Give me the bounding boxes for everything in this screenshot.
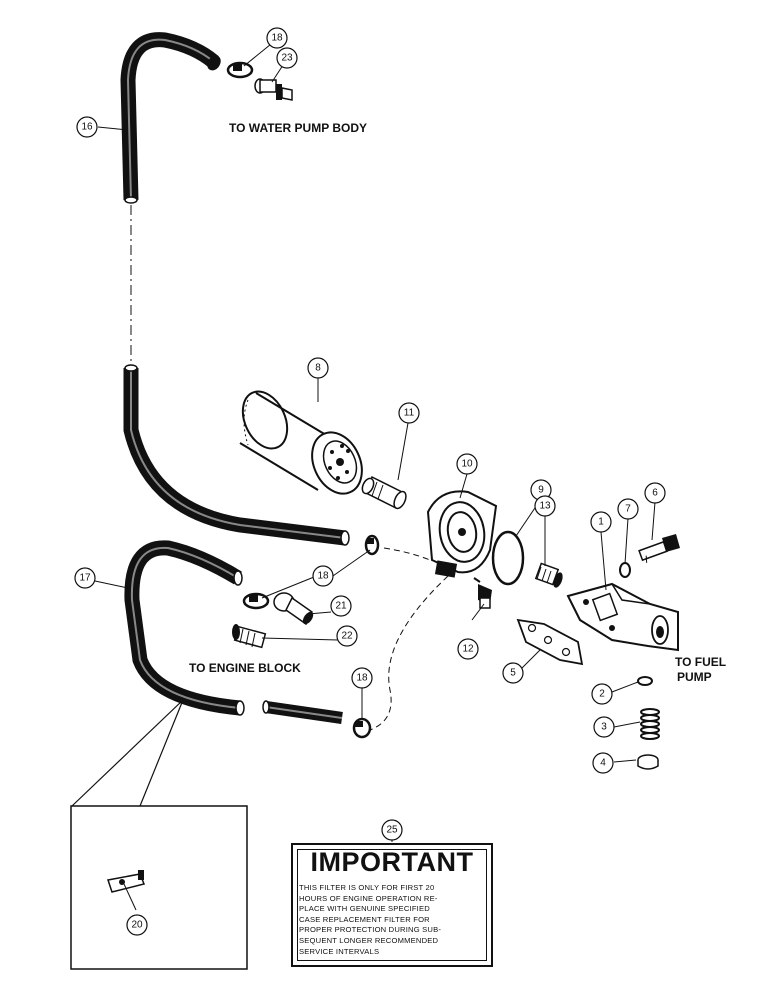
callout-5: 5 [502, 662, 524, 684]
cap-4 [637, 754, 659, 770]
hose-clamp-18-lower [242, 592, 270, 610]
callout-10: 10 [456, 453, 478, 475]
svg-text:6: 6 [652, 488, 658, 499]
decal-border [297, 849, 487, 961]
retainer-2 [637, 676, 653, 686]
svg-text:11: 11 [404, 408, 415, 419]
svg-text:7: 7 [625, 504, 631, 515]
hose-clamp-18-top [226, 61, 254, 79]
callout-4: 4 [592, 752, 614, 774]
svg-text:25: 25 [386, 825, 398, 836]
washer-7 [619, 562, 631, 578]
filter-adapter-10 [426, 490, 498, 578]
svg-text:3: 3 [601, 722, 607, 733]
callout-18-bottom: 18 [351, 667, 373, 689]
callout-22: 22 [336, 625, 358, 647]
fitting-12 [473, 577, 492, 609]
gasket-5 [516, 618, 584, 666]
decal-line: THIS FILTER IS ONLY FOR FIRST 20 [299, 883, 435, 892]
svg-text:18: 18 [317, 571, 329, 582]
decal-line: SEQUENT LONGER RECOMMENDED [299, 935, 439, 945]
decal-text: THIS FILTER IS ONLY FOR FIRST 20 HOURS O… [299, 883, 485, 957]
hose-upper-return [123, 364, 350, 546]
hose-clamp-18-bottom [352, 717, 372, 739]
hose-clamp-18-mid [364, 534, 380, 556]
decal-line: PLACE WITH GENUINE SPECIFIED [299, 904, 430, 914]
svg-text:8: 8 [315, 363, 321, 374]
bolt-6 [638, 534, 680, 563]
svg-text:2: 2 [599, 689, 605, 700]
callout-7: 7 [617, 498, 639, 520]
callout-13: 13 [534, 495, 556, 517]
svg-text:4: 4 [600, 758, 606, 769]
callout-25: 25 [381, 819, 403, 841]
decal-line: PROPER PROTECTION DURING SUB- [299, 925, 442, 935]
flow-line-upper [383, 547, 431, 561]
elbow-21 [273, 592, 314, 626]
callout-11: 11 [398, 402, 420, 424]
svg-text:13: 13 [539, 501, 551, 512]
callout-2: 2 [591, 683, 613, 705]
svg-text:5: 5 [510, 668, 516, 679]
svg-text:22: 22 [341, 631, 353, 642]
callout-18-mid: 18 [312, 565, 334, 587]
note-water-pump: TO WATER PUMP BODY [229, 121, 367, 135]
plug-13 [534, 562, 563, 588]
svg-text:23: 23 [281, 53, 293, 64]
svg-text:12: 12 [462, 644, 474, 655]
callout-1: 1 [590, 511, 612, 533]
leader-lines [94, 39, 656, 911]
connector-22 [232, 624, 267, 649]
svg-text:17: 17 [79, 573, 91, 584]
hose-17 [124, 540, 245, 716]
hose-short [262, 700, 343, 724]
pump-body-1 [566, 582, 679, 652]
callout-21: 21 [330, 595, 352, 617]
decal-line: CASE REPLACEMENT FILTER FOR [299, 914, 430, 924]
decal-line: SERVICE INTERVALS [299, 946, 380, 956]
bracket-inset [70, 699, 248, 970]
note-fuel-pump-line2: PUMP [677, 670, 712, 684]
flow-line-lower [369, 575, 449, 731]
svg-text:1: 1 [598, 517, 604, 528]
callout-23: 23 [276, 47, 298, 69]
callout-16: 16 [76, 116, 98, 138]
note-engine-block: TO ENGINE BLOCK [189, 661, 301, 675]
svg-text:16: 16 [81, 122, 93, 133]
important-decal: IMPORTANT THIS FILTER IS ONLY FOR FIRST … [291, 843, 493, 967]
fitting-23 [254, 78, 293, 101]
svg-text:18: 18 [271, 33, 283, 44]
callout-18-top: 18 [266, 27, 288, 49]
callout-3: 3 [593, 716, 615, 738]
spring-3 [640, 708, 660, 740]
oil-filter-8 [238, 390, 363, 495]
decal-title: IMPORTANT [310, 847, 474, 877]
callout-6: 6 [644, 482, 666, 504]
note-fuel-pump-line1: TO FUEL [675, 655, 726, 669]
svg-text:18: 18 [356, 673, 368, 684]
callout-20: 20 [126, 914, 148, 936]
svg-text:9: 9 [538, 485, 544, 496]
svg-text:21: 21 [335, 601, 347, 612]
svg-text:20: 20 [131, 920, 143, 931]
hose-16 [120, 32, 221, 204]
nipple-11 [361, 475, 407, 510]
callout-12: 12 [457, 638, 479, 660]
svg-text:10: 10 [461, 459, 473, 470]
decal-line: HOURS OF ENGINE OPERATION RE- [299, 893, 438, 903]
callout-17: 17 [74, 567, 96, 589]
o-ring-9 [491, 530, 525, 586]
callout-8: 8 [307, 357, 329, 379]
